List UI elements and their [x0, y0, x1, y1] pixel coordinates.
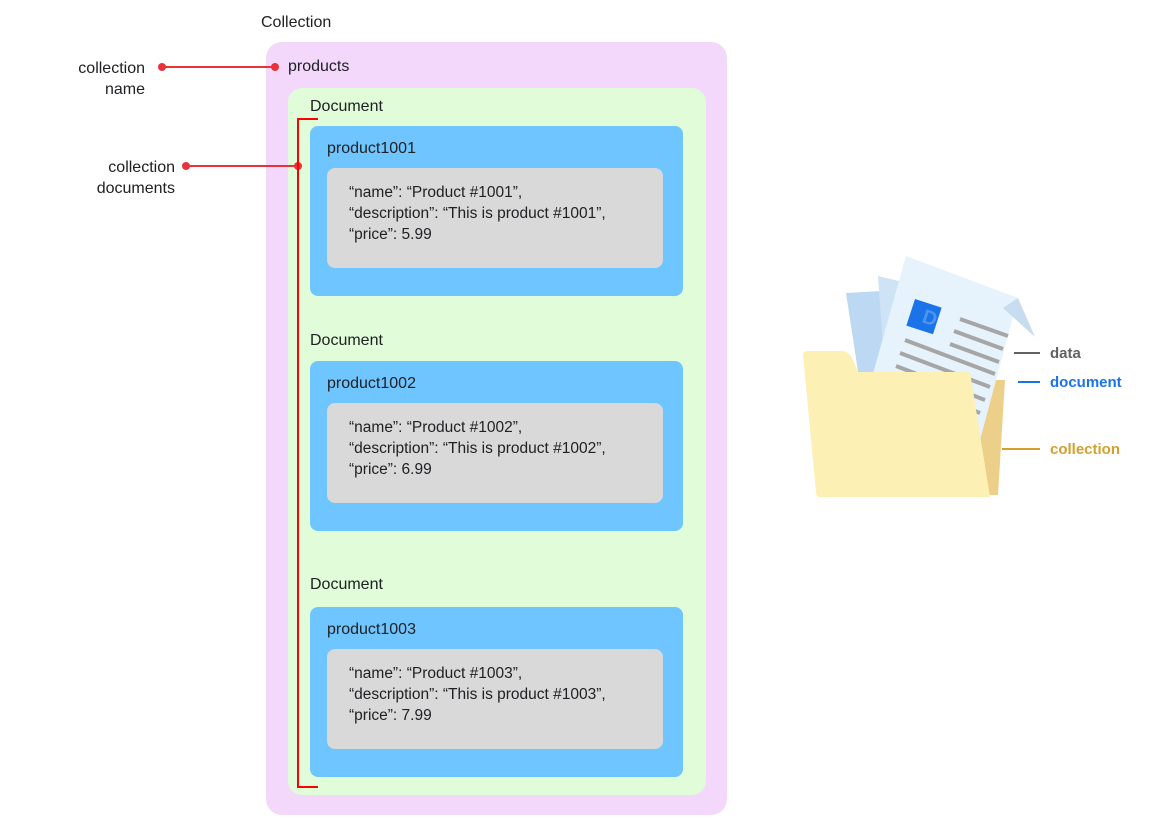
document-id: product1001 — [327, 140, 416, 157]
data-field: “price”: 7.99 — [349, 707, 432, 724]
collection-documents-bracket — [182, 118, 318, 788]
document-badge — [906, 299, 942, 335]
document-label: Document — [310, 98, 383, 115]
data-field: “description”: “This is product #1001”, — [349, 205, 606, 222]
document-id: product1003 — [327, 621, 416, 638]
data-field: “description”: “This is product #1003”, — [349, 686, 606, 703]
annotation-line: collection — [108, 159, 175, 176]
collection-name-connector — [158, 63, 279, 71]
document-id: product1002 — [327, 375, 416, 392]
data-field: “name”: “Product #1002”, — [349, 419, 523, 436]
legend-data: data — [1050, 345, 1081, 362]
document-data: “name”: “Product #1001”, “description”: … — [327, 168, 663, 268]
document-data: “name”: “Product #1002”, “description”: … — [327, 403, 663, 503]
document-box: product1001 “name”: “Product #1001”, “de… — [310, 126, 683, 296]
annotation-collection-documents: collection documents — [40, 157, 175, 199]
legend-collection: collection — [1050, 441, 1121, 458]
data-field: “price”: 5.99 — [349, 226, 432, 243]
annotation-collection-name: collection name — [40, 58, 145, 100]
annotation-line: name — [104, 81, 145, 98]
document-data: “name”: “Product #1003”, “description”: … — [327, 649, 663, 749]
annotation-line: collection — [78, 60, 145, 77]
legend-document: document — [1050, 374, 1122, 391]
document-label: Document — [310, 332, 383, 349]
annotation-line: documents — [96, 180, 175, 197]
document-box: product1003 “name”: “Product #1003”, “de… — [310, 607, 683, 777]
folder-with-document-icon: D — [803, 256, 1035, 497]
document-box: product1002 “name”: “Product #1002”, “de… — [310, 361, 683, 531]
document-badge-letter: D — [919, 306, 940, 331]
data-field: “description”: “This is product #1002”, — [349, 440, 606, 457]
collection-title: Collection — [261, 14, 332, 31]
data-field: “price”: 6.99 — [349, 461, 432, 478]
document-label: Document — [310, 576, 383, 593]
data-field: “name”: “Product #1001”, — [349, 184, 523, 201]
collection-name: products — [288, 58, 350, 75]
data-field: “name”: “Product #1003”, — [349, 665, 523, 682]
